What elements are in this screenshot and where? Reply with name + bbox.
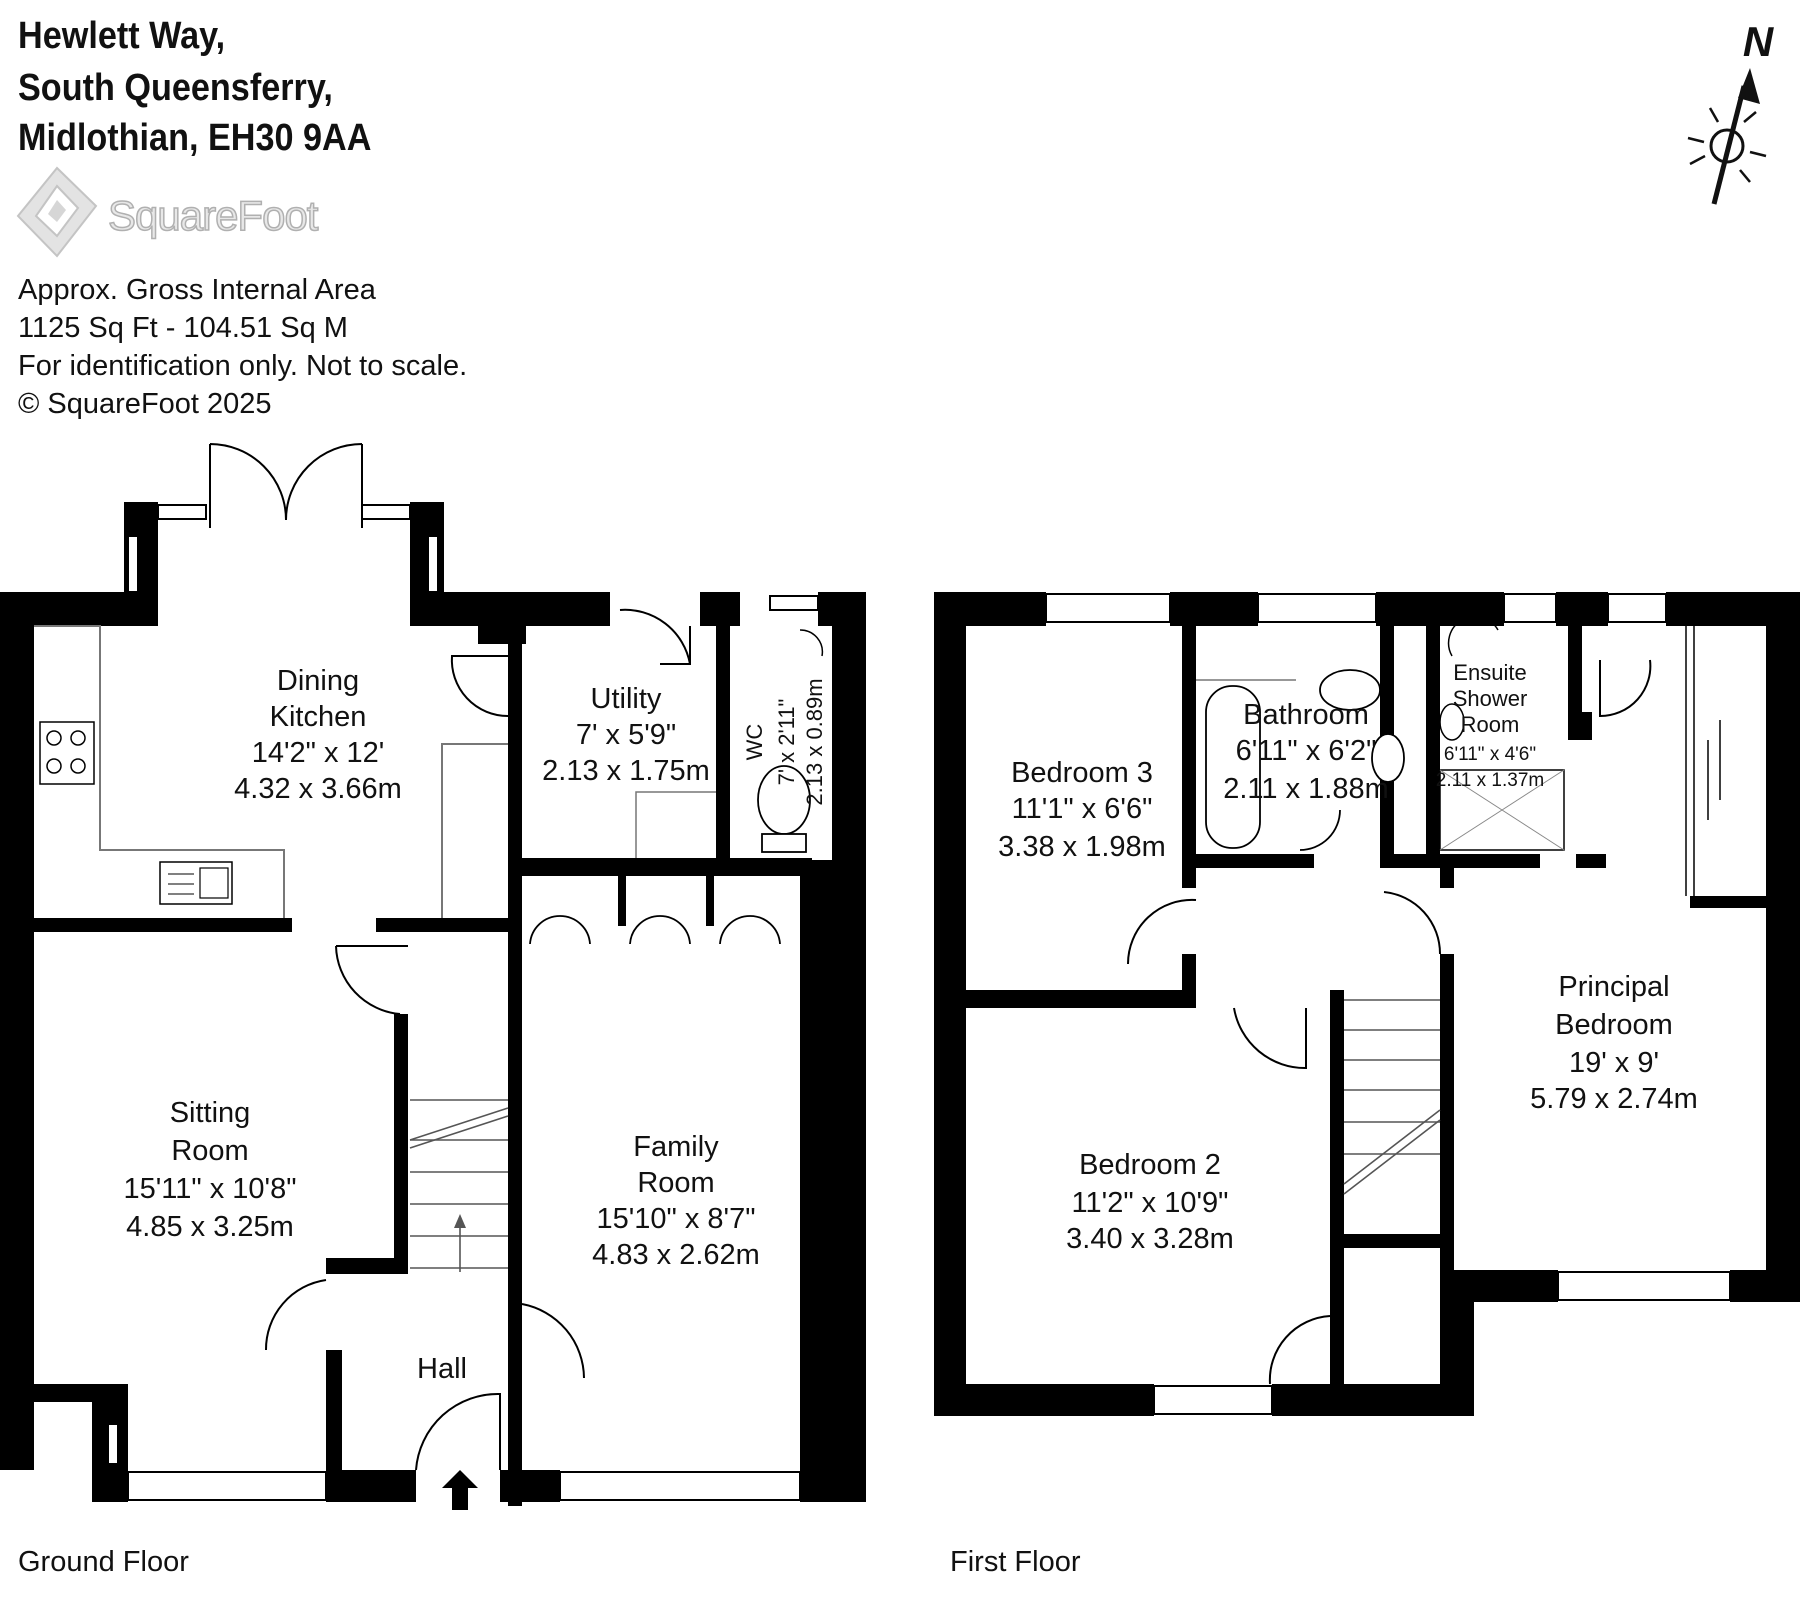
room-size-bathroom-imperial: 6'11" x 6'2" [1236, 735, 1377, 767]
room-name-wc: WC [742, 724, 767, 761]
room-size-bedroom3-imperial: 11'1" x 6'6" [1012, 793, 1153, 825]
address-line-1: Hewlett Way, [18, 15, 226, 57]
ground-floor-plan [0, 443, 866, 1510]
room-name-ensuite-shower: Shower [1453, 686, 1528, 711]
room-size-ensuite-imperial: 6'11" x 4'6" [1444, 744, 1536, 765]
room-size-bedroom2-metric: 3.40 x 3.28m [1066, 1223, 1234, 1255]
room-name-family-room: Room [637, 1167, 714, 1199]
copyright: © SquareFoot 2025 [18, 388, 272, 420]
room-name-utility: Utility [591, 683, 662, 715]
room-size-principal-metric: 5.79 x 2.74m [1530, 1083, 1698, 1115]
room-name-principal-bedroom: Bedroom [1555, 1009, 1673, 1041]
ground-floor-label: Ground Floor [18, 1546, 189, 1578]
room-size-bathroom-metric: 2.11 x 1.88m [1223, 773, 1389, 805]
room-name-hall: Hall [417, 1353, 467, 1385]
first-floor-plan [934, 592, 1800, 1416]
room-name-sitting-room: Room [171, 1135, 248, 1167]
room-size-sitting-metric: 4.85 x 3.25m [126, 1211, 294, 1243]
room-name-sitting: Sitting [170, 1097, 251, 1129]
room-name-family: Family [633, 1131, 719, 1163]
room-name-kitchen: Kitchen [270, 701, 367, 733]
north-compass-icon: N [1687, 18, 1775, 205]
room-name-bathroom: Bathroom [1243, 699, 1369, 731]
address-line-2: South Queensferry, [18, 67, 333, 109]
disclaimer: For identification only. Not to scale. [18, 350, 468, 382]
room-name-principal: Principal [1558, 971, 1669, 1003]
room-size-wc-metric: 2.13 x 0.89m [802, 678, 827, 805]
address-line-3: Midlothian, EH30 9AA [18, 117, 372, 159]
room-size-bedroom3-metric: 3.38 x 1.98m [998, 831, 1166, 863]
room-size-sitting-imperial: 15'11" x 10'8" [123, 1173, 296, 1205]
room-size-utility-metric: 2.13 x 1.75m [542, 755, 710, 787]
room-size-wc-imperial: 7' x 2'11" [774, 699, 799, 786]
gross-area-label: Approx. Gross Internal Area [18, 274, 376, 306]
room-size-utility-imperial: 7' x 5'9" [576, 719, 676, 751]
room-name-dining: Dining [277, 665, 359, 697]
room-size-principal-imperial: 19' x 9' [1569, 1047, 1659, 1079]
room-size-dining-kitchen-imperial: 14'2" x 12' [252, 737, 385, 769]
first-floor-label: First Floor [950, 1546, 1081, 1578]
room-size-dining-kitchen-metric: 4.32 x 3.66m [234, 773, 402, 805]
room-name-ensuite-room: Room [1461, 712, 1520, 737]
squarefoot-logo-icon [16, 166, 98, 258]
brand-name: SquareFoot [107, 191, 319, 240]
room-size-family-imperial: 15'10" x 8'7" [596, 1203, 755, 1235]
room-name-bedroom2: Bedroom 2 [1079, 1149, 1221, 1181]
room-size-bedroom2-imperial: 11'2" x 10'9" [1072, 1187, 1229, 1219]
compass-letter: N [1743, 18, 1775, 65]
room-size-family-metric: 4.83 x 2.62m [592, 1239, 760, 1271]
gross-area-value: 1125 Sq Ft - 104.51 Sq M [18, 312, 348, 344]
room-size-ensuite-metric: 2.11 x 1.37m [1436, 770, 1544, 791]
room-name-ensuite: Ensuite [1453, 660, 1526, 685]
room-name-bedroom3: Bedroom 3 [1011, 757, 1153, 789]
